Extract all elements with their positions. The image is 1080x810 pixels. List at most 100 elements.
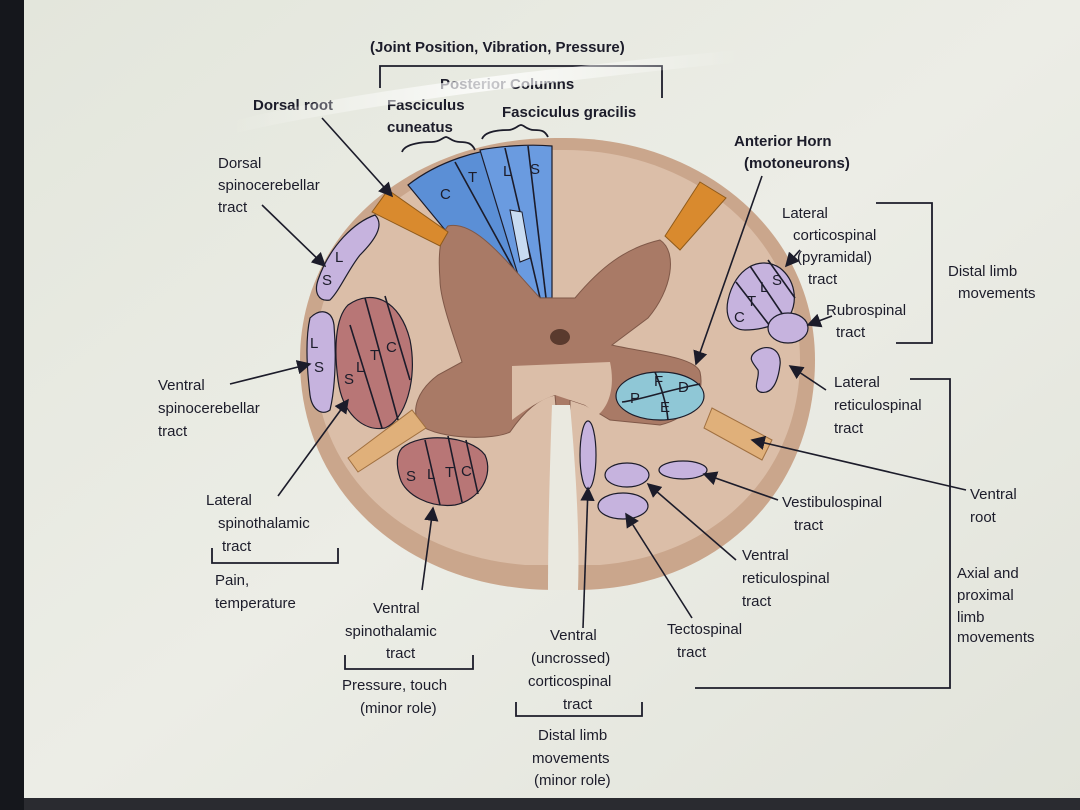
ventral-root-left (347, 409, 427, 473)
gracilis-letter-l: L (503, 163, 511, 180)
distal-minor-label-2: movements (532, 750, 610, 767)
ventral-corticospinal-label-1: Ventral (550, 627, 597, 644)
central-canal (550, 329, 570, 345)
distal-minor-label-3: (minor role) (534, 772, 611, 789)
ventral-spinothalamic-label-3: tract (386, 645, 416, 662)
anterior-horn-nucleus (615, 371, 705, 421)
lst-letter-c: C (386, 339, 397, 356)
screen-glare (230, 50, 742, 134)
lateral-reticulospinal-label-3: tract (834, 420, 864, 437)
ventral-spinocerebellar-pointer (229, 360, 312, 385)
anterior-commissure-white (512, 362, 612, 420)
axial-proximal-label-1: Axial and (957, 565, 1019, 582)
ventral-corticospinal-label-4: tract (563, 696, 593, 713)
dsc-letter-l: L (335, 249, 343, 266)
lst-letter-s: S (344, 371, 354, 388)
tectospinal-label-1: Tectospinal (667, 621, 742, 638)
tectospinal-tract (597, 492, 649, 520)
anterior-median-fissure (548, 405, 579, 590)
ventral-root-pointer (750, 435, 967, 491)
lateral-reticulospinal-pointer (788, 365, 827, 391)
ventral-corticospinal-label-2: (uncrossed) (531, 650, 610, 667)
anterior-horn-label-2: (motoneurons) (744, 155, 850, 172)
vst-letter-c: C (461, 463, 472, 480)
modalities-label: (Joint Position, Vibration, Pressure) (370, 39, 625, 56)
lcs-letter-c: C (734, 309, 745, 326)
lateral-corticospinal-label-4: tract (808, 271, 838, 288)
ventral-reticulospinal-label-1: Ventral (742, 547, 789, 564)
vsc-letter-l: L (310, 335, 318, 352)
lateral-spinothalamic-bracket (211, 548, 339, 564)
lateral-spinothalamic-label-1: Lateral (206, 492, 252, 509)
lcs-letter-s: S (772, 272, 782, 289)
distal-minor-label-1: Distal limb (538, 727, 607, 744)
fasciculus-gracilis-label: Fasciculus gracilis (502, 104, 636, 121)
axial-proximal-label-4: movements (957, 629, 1035, 646)
pressure-touch-label-1: Pressure, touch (342, 677, 447, 694)
lst-letter-l: L (356, 359, 364, 376)
pain-temperature-label-1: Pain, (215, 572, 249, 589)
lateral-spinothalamic-label-2: spinothalamic (218, 515, 310, 532)
cuneatus-letter-t: T (468, 169, 477, 186)
anterior-horn-label-1: Anterior Horn (734, 133, 832, 150)
dsc-letter-s: S (322, 272, 332, 289)
ventral-reticulospinal-label-3: tract (742, 593, 772, 610)
lateral-reticulospinal-label-1: Lateral (834, 374, 880, 391)
ventral-spinothalamic-pointer (421, 506, 439, 591)
lcs-letter-t: T (747, 293, 756, 310)
ventral-reticulospinal-pointer (646, 482, 737, 561)
lateral-reticulospinal-tract (750, 347, 781, 393)
dorsal-spinocerebellar-pointer (261, 204, 327, 268)
lateral-corticospinal-label-2: corticospinal (793, 227, 876, 244)
dorsal-spinocerebellar-label-3: tract (218, 199, 248, 216)
vsc-letter-s: S (314, 359, 324, 376)
cuneatus-brace (401, 136, 476, 153)
ventral-reticulospinal-tract (604, 462, 650, 488)
vst-letter-t: T (445, 464, 454, 481)
vestibulospinal-label-1: Vestibulospinal (782, 494, 882, 511)
ventral-spinocerebellar-label-1: Ventral (158, 377, 205, 394)
rubrospinal-pointer (806, 313, 833, 328)
ventral-spinocerebellar-label-2: spinocerebellar (158, 400, 260, 417)
posterior-septum-slit (509, 209, 531, 263)
lcs-letter-l: L (760, 279, 768, 296)
vst-letter-s: S (406, 468, 416, 485)
distal-limb-label-2: movements (958, 285, 1036, 302)
axial-proximal-bracket (695, 378, 951, 689)
ventral-root-label-2: root (970, 509, 997, 526)
pressure-touch-label-2: (minor role) (360, 700, 437, 717)
tectospinal-label-2: tract (677, 644, 707, 661)
lateral-corticospinal-label-1: Lateral (782, 205, 828, 222)
spinal-cord-cross-section: C T L S L S L S S L T C S L T C C T L S … (300, 138, 815, 590)
pain-temperature-label-2: temperature (215, 595, 296, 612)
dorsal-spinocerebellar-label-1: Dorsal (218, 155, 261, 172)
ah-letter-e: E (660, 399, 670, 416)
ventral-corticospinal-pointer (580, 486, 595, 629)
dorsal-root-right (664, 181, 727, 251)
ah-letter-p: P (630, 390, 640, 407)
lateral-corticospinal-label-3: (pyramidal) (797, 249, 872, 266)
rubrospinal-tract (767, 312, 809, 344)
ventral-spinothalamic-label-1: Ventral (373, 600, 420, 617)
ventral-corticospinal-tract (579, 420, 597, 490)
lateral-spinothalamic-label-3: tract (222, 538, 252, 555)
vestibulospinal-pointer (702, 471, 779, 501)
dorsal-spinocerebellar-label-2: spinocerebellar (218, 177, 320, 194)
ah-letter-d: D (678, 379, 689, 396)
axial-proximal-label-3: limb (957, 609, 985, 626)
dorsal-root-pointer (321, 117, 394, 198)
lateral-reticulospinal-label-2: reticulospinal (834, 397, 922, 414)
axial-proximal-label-2: proximal (957, 587, 1014, 604)
posterior-columns-bracket (379, 65, 663, 98)
ah-letter-f: F (654, 373, 663, 390)
rubrospinal-label-1: Rubrospinal (826, 302, 906, 319)
vestibulospinal-label-2: tract (794, 517, 824, 534)
lateral-spinothalamic-tract (335, 296, 413, 430)
bottom-strip (24, 798, 1080, 810)
ventral-spinocerebellar-label-3: tract (158, 423, 188, 440)
vst-letter-l: L (427, 466, 435, 483)
ventral-root-label-1: Ventral (970, 486, 1017, 503)
fasciculus-cuneatus-label-2: cuneatus (387, 119, 453, 136)
distal-limb-label-1: Distal limb (948, 263, 1017, 280)
